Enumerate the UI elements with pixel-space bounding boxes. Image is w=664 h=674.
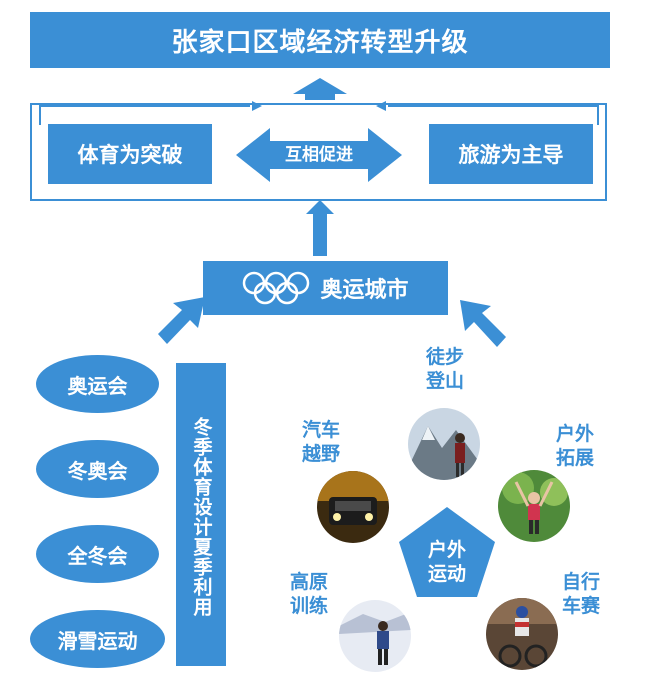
center-label-line2: 运动 [427, 563, 466, 585]
label-cycling-line1: 自行 [561, 571, 600, 593]
arrow-right-diagonal [460, 300, 506, 347]
label-hiking-line2: 登山 [425, 370, 464, 392]
vertical-text-bar: 冬季体育设计夏季利用 [176, 363, 226, 666]
arrow-up-to-frame [306, 200, 334, 256]
center-label-line1: 户外 [427, 539, 466, 561]
label-plateau-training-line1: 高原 [289, 571, 328, 593]
cycling-photo [486, 598, 558, 670]
label-outdoor-expansion-line2: 拓展 [555, 447, 594, 469]
page-title: 张家口区域经济转型升级 [30, 12, 610, 68]
olympic-city-box: 奥运城市 [203, 261, 448, 315]
left-box: 体育为突破 [48, 124, 212, 184]
outdoor-expansion-photo [498, 470, 570, 542]
oval-national-winter-games: 全冬会 [36, 525, 159, 583]
oval-skiing: 滑雪运动 [30, 610, 165, 668]
label-hiking-line1: 徒步 [425, 346, 464, 368]
olympic-city-label: 奥运城市 [320, 278, 409, 303]
label-off-road-line1: 汽车 [301, 419, 340, 441]
off-road-photo [317, 471, 389, 543]
arrow-left-diagonal [158, 297, 205, 344]
label-cycling-line2: 车赛 [561, 595, 600, 617]
oval-olympics: 奥运会 [36, 355, 159, 413]
label-cycling: 自行 车赛 [556, 570, 606, 618]
label-outdoor-expansion: 户外 拓展 [550, 422, 600, 470]
label-hiking: 徒步 登山 [420, 345, 470, 393]
right-box: 旅游为主导 [429, 124, 593, 184]
plateau-training-photo [339, 600, 411, 672]
center-label: 户外 运动 [412, 538, 482, 586]
arrow-left-to-center [39, 105, 250, 125]
center-pentagon [399, 507, 495, 597]
arrow-right-to-center [388, 105, 599, 125]
label-outdoor-expansion-line1: 户外 [555, 423, 594, 445]
oval-winter-olympics: 冬奥会 [36, 440, 159, 498]
outline-frame [30, 103, 607, 201]
double-arrow [236, 128, 402, 182]
mutual-label: 互相促进 [285, 145, 353, 165]
olympic-rings-icon [243, 271, 310, 305]
hiking-photo [408, 408, 480, 480]
arrow-up-to-title [293, 78, 347, 100]
label-plateau-training: 高原 训练 [284, 570, 334, 618]
label-plateau-training-line2: 训练 [289, 595, 328, 617]
vertical-text: 冬季体育设计夏季利用 [190, 416, 213, 617]
label-off-road-line2: 越野 [301, 443, 340, 465]
label-off-road: 汽车 越野 [296, 418, 346, 466]
